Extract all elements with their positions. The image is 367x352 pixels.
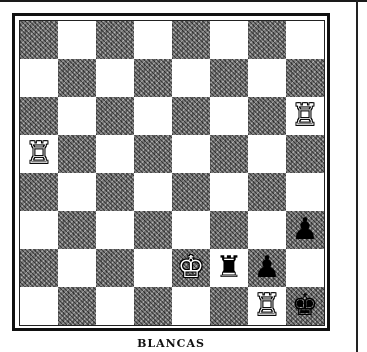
chessboard-frame: ♖ ♖ ♟ ♔ ♜ ♟ ♖ ♚ xyxy=(12,13,330,331)
square-f7[interactable] xyxy=(210,59,248,97)
black-king-icon[interactable]: ♚ xyxy=(292,291,319,321)
board-caption: BLANCAS xyxy=(0,337,342,350)
square-e5[interactable] xyxy=(172,135,210,173)
square-f4[interactable] xyxy=(210,173,248,211)
square-e3[interactable] xyxy=(172,211,210,249)
square-g2[interactable]: ♟ xyxy=(248,249,286,287)
square-g3[interactable] xyxy=(248,211,286,249)
square-h7[interactable] xyxy=(286,59,324,97)
square-h6[interactable]: ♖ xyxy=(286,97,324,135)
square-h3[interactable]: ♟ xyxy=(286,211,324,249)
square-a6[interactable] xyxy=(20,97,58,135)
chessboard[interactable]: ♖ ♖ ♟ ♔ ♜ ♟ ♖ ♚ xyxy=(19,20,325,326)
square-e8[interactable] xyxy=(172,21,210,59)
square-b5[interactable] xyxy=(58,135,96,173)
square-d2[interactable] xyxy=(134,249,172,287)
white-rook-icon[interactable]: ♖ xyxy=(254,291,281,321)
square-e2[interactable]: ♔ xyxy=(172,249,210,287)
white-king-icon[interactable]: ♔ xyxy=(178,253,205,283)
square-c2[interactable] xyxy=(96,249,134,287)
square-h8[interactable] xyxy=(286,21,324,59)
black-rook-icon[interactable]: ♜ xyxy=(216,253,243,283)
square-b4[interactable] xyxy=(58,173,96,211)
black-pawn-icon[interactable]: ♟ xyxy=(254,253,281,283)
square-c7[interactable] xyxy=(96,59,134,97)
square-b1[interactable] xyxy=(58,287,96,325)
white-rook-icon[interactable]: ♖ xyxy=(292,101,319,131)
square-h2[interactable] xyxy=(286,249,324,287)
square-g4[interactable] xyxy=(248,173,286,211)
square-a4[interactable] xyxy=(20,173,58,211)
square-g6[interactable] xyxy=(248,97,286,135)
square-h1[interactable]: ♚ xyxy=(286,287,324,325)
square-f5[interactable] xyxy=(210,135,248,173)
square-d1[interactable] xyxy=(134,287,172,325)
square-f1[interactable] xyxy=(210,287,248,325)
top-rule xyxy=(0,0,367,2)
square-d5[interactable] xyxy=(134,135,172,173)
square-d6[interactable] xyxy=(134,97,172,135)
square-e7[interactable] xyxy=(172,59,210,97)
square-e1[interactable] xyxy=(172,287,210,325)
square-g1[interactable]: ♖ xyxy=(248,287,286,325)
square-f2[interactable]: ♜ xyxy=(210,249,248,287)
square-a5[interactable]: ♖ xyxy=(20,135,58,173)
square-c8[interactable] xyxy=(96,21,134,59)
black-pawn-icon[interactable]: ♟ xyxy=(292,215,319,245)
square-b3[interactable] xyxy=(58,211,96,249)
square-f6[interactable] xyxy=(210,97,248,135)
square-a7[interactable] xyxy=(20,59,58,97)
square-d4[interactable] xyxy=(134,173,172,211)
square-d8[interactable] xyxy=(134,21,172,59)
square-h4[interactable] xyxy=(286,173,324,211)
white-rook-icon[interactable]: ♖ xyxy=(26,139,53,169)
square-f3[interactable] xyxy=(210,211,248,249)
square-c5[interactable] xyxy=(96,135,134,173)
square-a3[interactable] xyxy=(20,211,58,249)
square-f8[interactable] xyxy=(210,21,248,59)
square-g5[interactable] xyxy=(248,135,286,173)
square-a1[interactable] xyxy=(20,287,58,325)
square-c1[interactable] xyxy=(96,287,134,325)
square-a8[interactable] xyxy=(20,21,58,59)
square-g8[interactable] xyxy=(248,21,286,59)
square-b7[interactable] xyxy=(58,59,96,97)
column-rule xyxy=(356,0,358,352)
square-e6[interactable] xyxy=(172,97,210,135)
square-a2[interactable] xyxy=(20,249,58,287)
square-b6[interactable] xyxy=(58,97,96,135)
square-g7[interactable] xyxy=(248,59,286,97)
square-h5[interactable] xyxy=(286,135,324,173)
square-c4[interactable] xyxy=(96,173,134,211)
square-e4[interactable] xyxy=(172,173,210,211)
square-b8[interactable] xyxy=(58,21,96,59)
square-c6[interactable] xyxy=(96,97,134,135)
square-c3[interactable] xyxy=(96,211,134,249)
square-d7[interactable] xyxy=(134,59,172,97)
square-d3[interactable] xyxy=(134,211,172,249)
square-b2[interactable] xyxy=(58,249,96,287)
